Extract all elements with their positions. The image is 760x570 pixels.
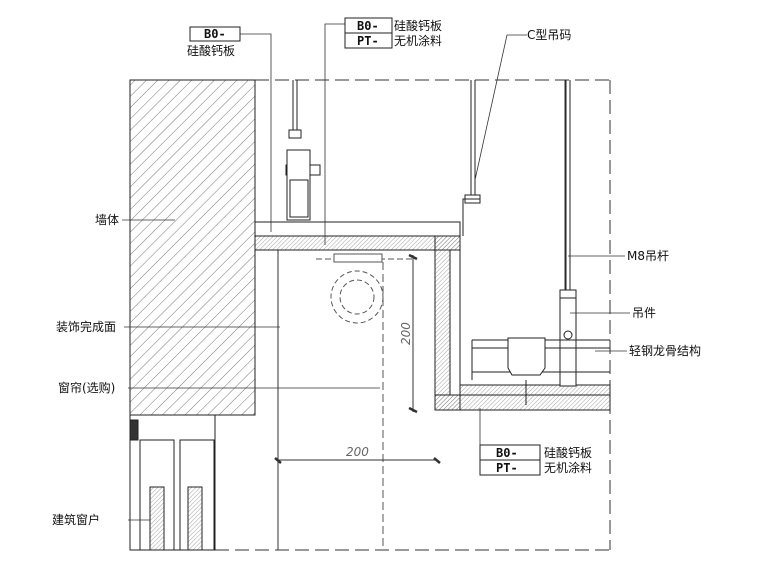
- tag-2: B0- PT- 硅酸钙板 无机涂料: [344, 17, 442, 49]
- tag-2-text1: 硅酸钙板: [394, 18, 442, 33]
- dimension-lines: [274, 253, 441, 464]
- label-window: 建筑窗户: [52, 512, 100, 527]
- label-finish-surface: 装饰完成面: [56, 319, 116, 334]
- label-hanger: 吊件: [632, 306, 656, 320]
- tag-1-code: B0-: [204, 27, 226, 41]
- label-c-hanger: C型吊码: [527, 28, 571, 42]
- building-window: [129, 414, 216, 551]
- tag-3-code2: PT-: [496, 461, 518, 475]
- curtain-track: [316, 253, 415, 550]
- tag-1: B0- 硅酸钙板: [187, 26, 241, 58]
- wall-bracket: [285, 80, 321, 221]
- tag-2-text2: 无机涂料: [394, 33, 442, 48]
- wall-hatch: [129, 79, 256, 416]
- dimension-horizontal: 200: [346, 445, 369, 459]
- tag-3-text2: 无机涂料: [544, 460, 592, 475]
- tag-2-code1: B0-: [357, 19, 379, 33]
- tag-2-code2: PT-: [357, 34, 379, 48]
- label-m8-rod: M8吊杆: [627, 249, 669, 263]
- dimension-vertical: 200: [399, 322, 413, 345]
- ceiling-board: [254, 221, 611, 411]
- tag-3-text1: 硅酸钙板: [544, 445, 592, 460]
- tag-3-code1: B0-: [496, 446, 518, 460]
- label-wall: 墙体: [95, 213, 119, 227]
- tag-3: B0- PT- 硅酸钙板 无机涂料: [479, 444, 592, 476]
- label-curtain: 窗帘(选购): [58, 380, 115, 395]
- label-light-steel: 轻钢龙骨结构: [629, 343, 701, 358]
- c-hanger-rod: [462, 80, 481, 236]
- leader-lines: [122, 23, 630, 521]
- tag-1-text: 硅酸钙板: [187, 43, 235, 58]
- m8-rod-hanger: [471, 80, 610, 405]
